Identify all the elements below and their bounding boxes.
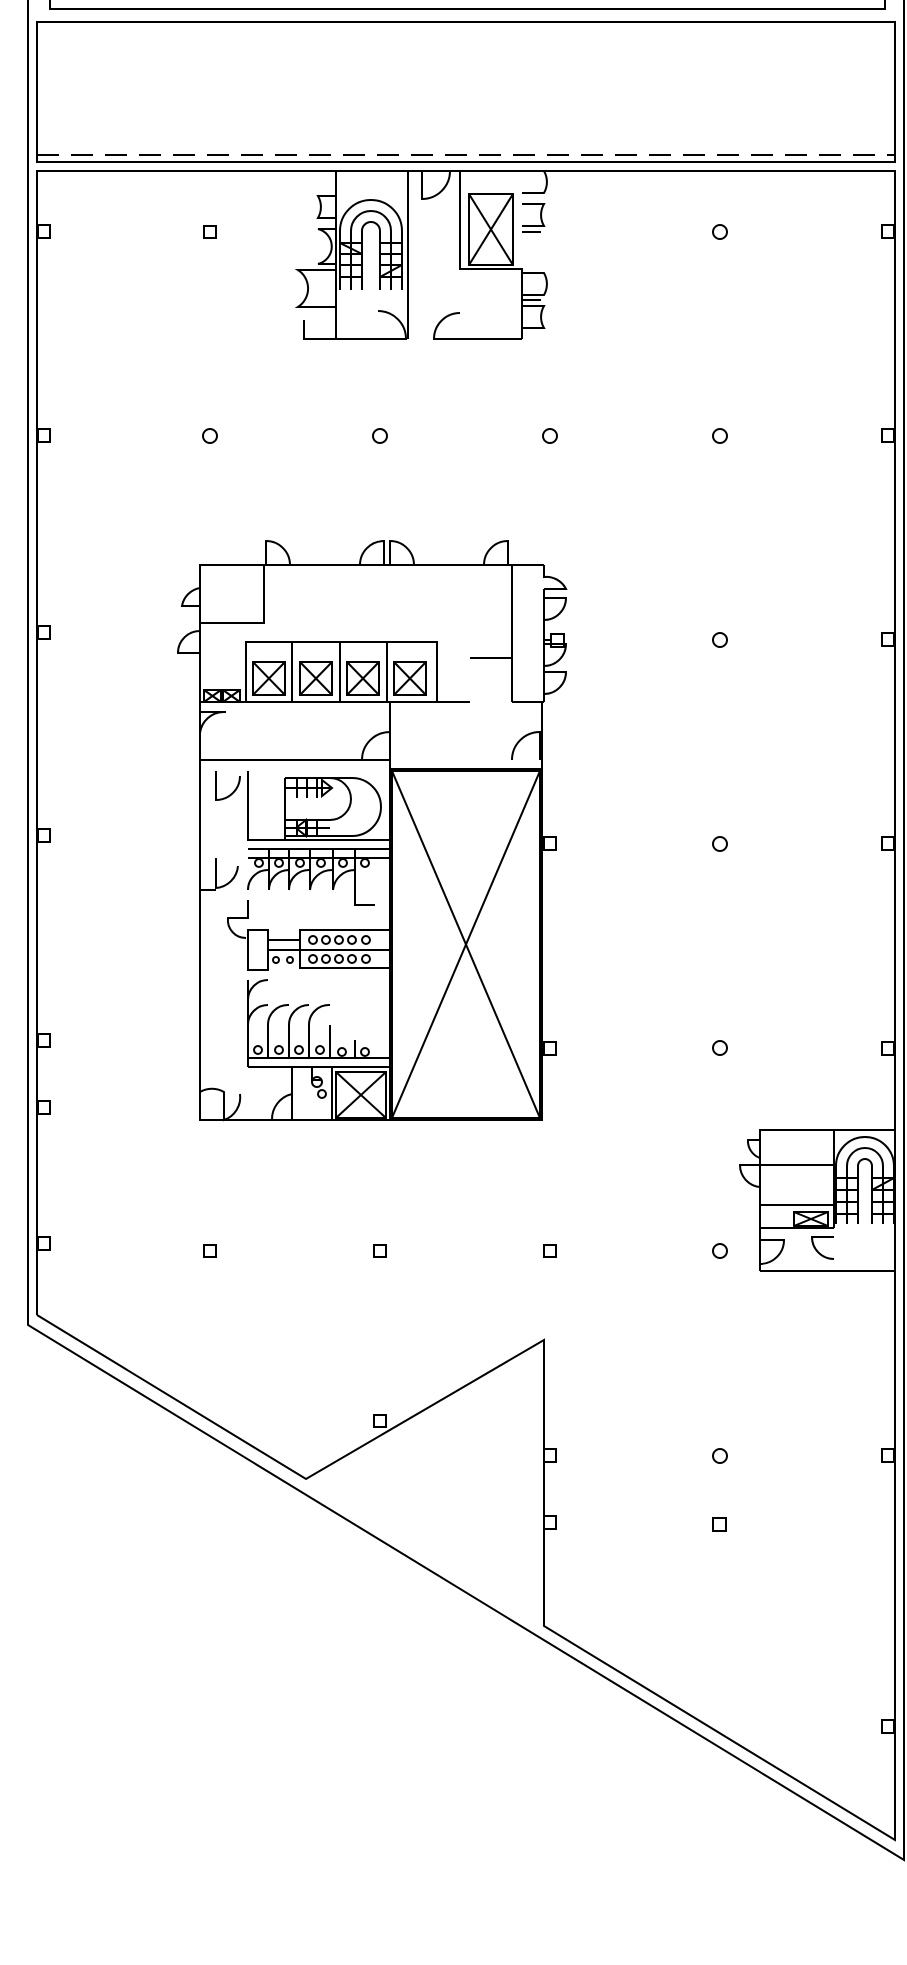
east-stair bbox=[836, 1137, 894, 1224]
building-outline bbox=[28, 0, 904, 1860]
columns bbox=[38, 225, 894, 1733]
toilet-row-lower bbox=[248, 1000, 390, 1067]
north-strip bbox=[37, 22, 895, 162]
toilet-row-upper bbox=[200, 849, 390, 905]
east-core bbox=[740, 1130, 895, 1271]
central-core-upper bbox=[178, 541, 566, 702]
central-core-lower bbox=[200, 702, 542, 1120]
washroom-middle bbox=[228, 900, 390, 1000]
north-core bbox=[298, 171, 547, 339]
north-stair bbox=[340, 200, 402, 290]
